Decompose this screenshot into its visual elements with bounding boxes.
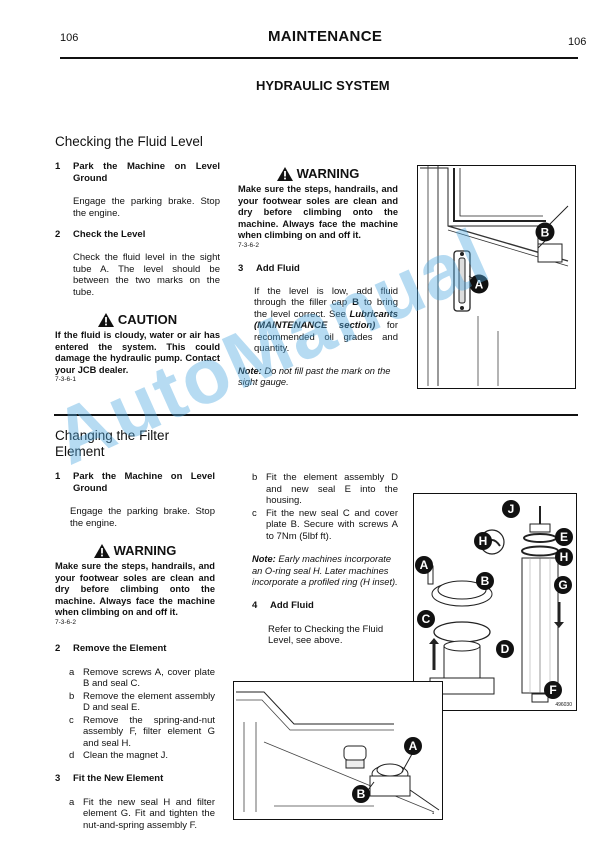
callout-b [535, 222, 555, 242]
changing-step-3: 3 Fit the New Element [55, 772, 164, 784]
checking-column-left: 1 Park the Machine on Level Ground Engag… [55, 161, 220, 383]
list-item-text: Fit the new seal H and filter element G.… [83, 796, 215, 831]
checking-heading: Checking the Fluid Level [55, 134, 203, 149]
callout-label: B [352, 785, 370, 803]
list-item-text: Remove the element assembly D and seal E… [83, 690, 215, 714]
section-title: HYDRAULIC SYSTEM [256, 78, 390, 93]
callout-label: B [476, 572, 494, 590]
callout-label: H [474, 532, 492, 550]
callout-label: C [417, 610, 435, 628]
filter-location-figure: A B • [233, 681, 443, 820]
callout-label: A [404, 737, 422, 755]
list-item-text: Remove the spring-and-nut assembly F, fi… [83, 714, 215, 749]
changing-note: Note: Early machines incorporate an O-ri… [252, 554, 398, 587]
list-item-letter: c [69, 714, 74, 726]
warning-ref: 7-3-6-2 [238, 241, 259, 249]
list-item-letter: c [252, 507, 257, 519]
caution-text: If the fluid is cloudy, water or air has… [55, 330, 220, 375]
sight-gauge-illustration: A B [420, 166, 569, 386]
caution-title: CAUTION [55, 312, 220, 327]
callout-label: A [415, 556, 433, 574]
changing-step-1: 1 Park the Machine on Level Ground [55, 471, 215, 494]
checking-step-2-text: Check the fluid level in the sight tube … [73, 252, 220, 298]
callout-label: J [502, 500, 520, 518]
callout-label: A [475, 278, 484, 292]
warning-triangle-icon [97, 312, 114, 327]
list-item-text: Fit the new seal C and cover plate B. Se… [266, 507, 398, 542]
changing-step-4-text: Refer to Checking the Fluid Level, see a… [268, 623, 384, 647]
list-item-letter: a [69, 666, 75, 678]
checking-note: Note: Do not fill past the mark on the s… [238, 365, 391, 388]
header-rule [60, 57, 578, 59]
list-item-text: Remove screws A, cover plate B and seal … [83, 666, 215, 690]
list-item-letter: d [69, 750, 75, 761]
page-header-title: MAINTENANCE [268, 28, 383, 45]
checking-step-2: 2 Check the Level [55, 229, 146, 240]
callout-label: F [544, 681, 562, 699]
callout-label: E [555, 528, 573, 546]
list-item: b Remove the element assembly D and seal … [69, 691, 215, 714]
checking-column-middle: WARNING Make sure the steps, handrails, … [238, 166, 398, 389]
figure-code: 496030 [555, 702, 572, 708]
list-item: c Remove the spring-and-nut assembly F, f… [69, 715, 215, 750]
changing-step-4: 4 Add Fluid [252, 599, 314, 611]
sight-gauge-figure: A B [417, 165, 576, 389]
checking-step-1-text: Engage the parking brake. Stop the engin… [73, 196, 220, 219]
callout-a [469, 274, 489, 294]
warning-ref-2: 7-3-6-2 [55, 618, 76, 626]
list-item-letter: a [69, 796, 75, 808]
changing-column-middle: b Fit the element assembly D and new seal… [252, 472, 398, 647]
page-number-left: 106 [60, 32, 79, 44]
checking-step-3: 3 Add Fluid [238, 262, 300, 274]
warning-text-2: Make sure the steps, handrails, and your… [55, 561, 215, 617]
changing-step-1-text: Engage the parking brake. Stop the engin… [70, 506, 215, 529]
list-item: d Clean the magnet J. [69, 750, 215, 762]
changing-column-left: 1 Park the Machine on Level Ground Engag… [55, 471, 215, 832]
warning-triangle-icon [93, 543, 110, 558]
changing-heading: Changing the Filter Element [55, 428, 170, 459]
filter-exploded-illustration [427, 506, 564, 703]
fit-element-list: a Fit the new seal H and filter element G… [69, 797, 215, 832]
fit-element-list-continued: b Fit the element assembly D and new seal… [252, 472, 398, 542]
list-item: a Fit the new seal H and filter element G… [69, 797, 215, 832]
list-item: c Fit the new seal C and cover plate B. S… [252, 508, 398, 543]
list-item-text: Clean the magnet J. [83, 750, 169, 761]
list-item: a Remove screws A, cover plate B and seal… [69, 667, 215, 690]
filter-location-illustration [236, 691, 440, 813]
warning-text: Make sure the steps, handrails, and your… [238, 184, 398, 240]
checking-step-1: 1 Park the Machine on Level Ground [55, 161, 220, 184]
section-rule [54, 414, 578, 416]
warning-title: WARNING [238, 166, 398, 181]
remove-element-list: a Remove screws A, cover plate B and seal… [69, 667, 215, 762]
callout-label: H [555, 548, 573, 566]
callout-label: B [541, 226, 550, 240]
callout-label: G [554, 576, 572, 594]
list-item-text: Fit the element assembly D and new seal … [266, 472, 398, 506]
checking-step-3-text: If the level is low, add fluid through t… [254, 285, 398, 355]
warning-triangle-icon [276, 166, 293, 181]
callout-label: D [496, 640, 514, 658]
list-item: b Fit the element assembly D and new seal… [252, 472, 398, 507]
list-item-letter: b [252, 472, 258, 483]
figure-code-3: • [432, 811, 434, 817]
page-number-right: 106 [568, 36, 587, 48]
warning-title-2: WARNING [55, 543, 215, 558]
list-item-letter: b [69, 690, 75, 702]
changing-step-2: 2 Remove the Element [55, 642, 167, 654]
caution-ref: 7-3-6-1 [55, 376, 76, 383]
